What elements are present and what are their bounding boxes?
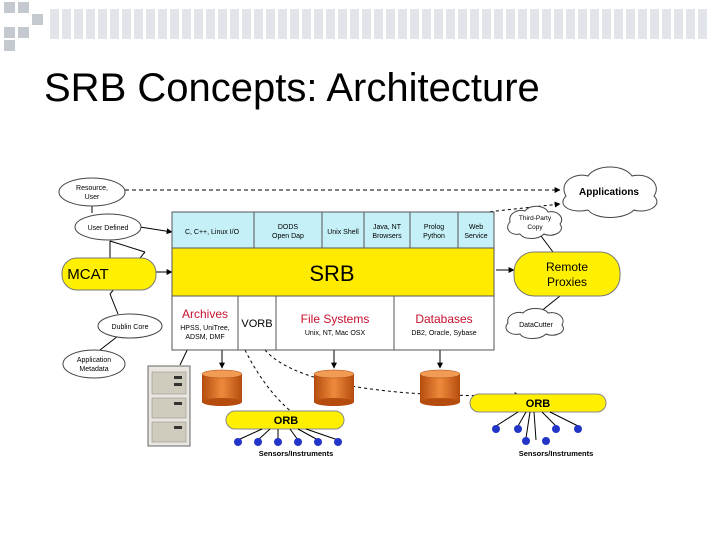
node-mcat: MCAT bbox=[61, 257, 157, 291]
svg-text:ORB: ORB bbox=[526, 398, 551, 410]
sensors-label-left: Sensors/Instruments bbox=[259, 449, 334, 458]
svg-text:User: User bbox=[85, 194, 100, 201]
sensor-icon bbox=[314, 438, 322, 446]
sensor-icon bbox=[254, 438, 262, 446]
node-third-party-copy: Third-Party Copy bbox=[507, 205, 563, 239]
svg-text:Python: Python bbox=[423, 233, 445, 240]
storage-panel: Archives HPSS, UniTree, ADSM, DMF VORB F… bbox=[171, 295, 495, 351]
sensor-icon bbox=[542, 437, 550, 445]
storage-databases: Databases bbox=[415, 312, 472, 326]
sensor-icon bbox=[522, 437, 530, 445]
storage-file-systems: File Systems bbox=[301, 312, 370, 326]
storage-vorb: VORB bbox=[241, 318, 272, 330]
client-c-linux-io: C, C++, Linux I/O bbox=[185, 229, 240, 236]
svg-text:SRB: SRB bbox=[309, 261, 354, 286]
svg-text:User Defined: User Defined bbox=[88, 225, 129, 232]
svg-text:Applications: Applications bbox=[579, 187, 639, 198]
storage-cylinder-icon bbox=[313, 369, 355, 406]
node-resource-user: Resource, User bbox=[58, 177, 126, 207]
server-rack-icon bbox=[147, 365, 191, 447]
sensor-icon bbox=[334, 438, 342, 446]
svg-text:DataCutter: DataCutter bbox=[519, 322, 554, 329]
storage-cylinder-icon bbox=[419, 369, 461, 406]
sensor-icon bbox=[514, 425, 522, 433]
clients-panel: C, C++, Linux I/O DODS Open Dap Unix She… bbox=[171, 211, 495, 249]
connector-dublin-appmeta bbox=[99, 335, 119, 351]
arrow-storage-orb-right bbox=[264, 349, 521, 399]
svg-text:Third-Party: Third-Party bbox=[519, 215, 552, 222]
node-datacutter: DataCutter bbox=[505, 308, 564, 339]
node-application-metadata: Application Metadata bbox=[62, 349, 126, 379]
svg-text:Metadata: Metadata bbox=[79, 366, 108, 373]
svg-text:Dublin Core: Dublin Core bbox=[112, 324, 149, 331]
svg-text:HPSS, UniTree,: HPSS, UniTree, bbox=[180, 325, 230, 332]
sensor-icon bbox=[492, 425, 500, 433]
client-dods: DODS bbox=[278, 224, 299, 231]
sensor-icon bbox=[274, 438, 282, 446]
arrow-userdefined-clients bbox=[139, 226, 173, 235]
sensors-label-right: Sensors/Instruments bbox=[519, 449, 594, 458]
svg-text:Proxies: Proxies bbox=[547, 275, 587, 289]
svg-text:Open Dap: Open Dap bbox=[272, 233, 304, 240]
node-user-defined: User Defined bbox=[74, 213, 142, 241]
client-unix-shell: Unix Shell bbox=[327, 229, 359, 236]
svg-text:MCAT: MCAT bbox=[67, 266, 108, 283]
svg-text:Copy: Copy bbox=[527, 224, 543, 231]
svg-text:Application: Application bbox=[77, 357, 111, 364]
node-remote-proxies: Remote Proxies bbox=[513, 251, 621, 297]
storage-cylinder-icon bbox=[201, 369, 243, 406]
sensor-icon bbox=[552, 425, 560, 433]
storage-archives: Archives bbox=[182, 307, 228, 321]
sensor-icon bbox=[574, 425, 582, 433]
client-prolog: Prolog bbox=[424, 224, 444, 231]
svg-text:Unix, NT, Mac OSX: Unix, NT, Mac OSX bbox=[305, 330, 366, 337]
decorative-squares bbox=[4, 2, 707, 51]
sensor-icon bbox=[234, 438, 242, 446]
svg-text:Remote: Remote bbox=[546, 260, 588, 274]
page-title: SRB Concepts: Architecture bbox=[44, 66, 540, 110]
svg-text:ORB: ORB bbox=[274, 415, 299, 427]
svg-text:ADSM, DMF: ADSM, DMF bbox=[185, 334, 224, 341]
client-java-nt: Java, NT bbox=[373, 224, 402, 231]
node-applications-cloud: Applications bbox=[562, 166, 658, 218]
client-web-service: Web bbox=[469, 224, 483, 231]
sensor-icon bbox=[294, 438, 302, 446]
svg-text:DB2, Oracle, Sybase: DB2, Oracle, Sybase bbox=[411, 330, 476, 337]
svg-text:Resource,: Resource, bbox=[76, 185, 108, 192]
orb-left: ORB Sensors/Instruments bbox=[225, 410, 345, 458]
svg-text:Service: Service bbox=[464, 233, 487, 240]
svg-text:Browsers: Browsers bbox=[372, 233, 402, 240]
node-dublin-core: Dublin Core bbox=[97, 313, 163, 339]
arrow-vorb-orb bbox=[244, 349, 301, 419]
srb-bar: SRB bbox=[171, 247, 495, 297]
orb-right: ORB Sensors/Instruments bbox=[469, 393, 607, 458]
connector-mcat-dublin bbox=[109, 293, 119, 315]
